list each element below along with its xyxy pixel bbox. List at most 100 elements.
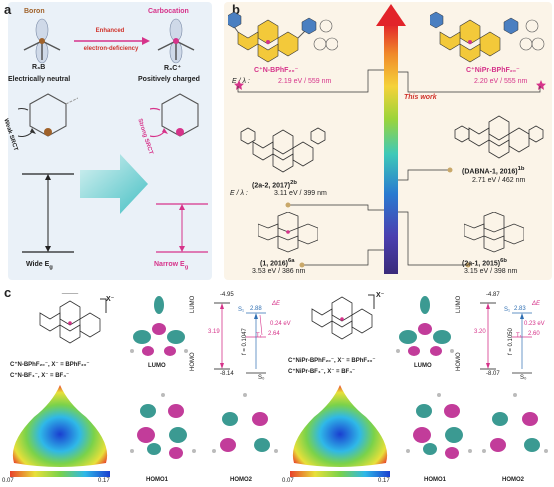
enhancement-arrow <box>74 37 150 45</box>
right-homo1-orbital <box>406 393 472 459</box>
narrow-gap-diagram <box>156 203 208 253</box>
right-x-minus: X⁻ <box>376 292 385 299</box>
arrow-bottom-text: electron-deficiency <box>83 46 139 52</box>
panel-b: b C⁺N-BPhF <box>218 0 554 283</box>
right-t1-value: 2.60 <box>528 331 540 337</box>
left-energy-diagram <box>214 302 266 374</box>
right-s0-label: S₀ <box>520 375 527 381</box>
leader-lines <box>237 69 541 268</box>
left-t1-label: T₁ <box>256 333 262 339</box>
neutral-label: Electrically neutral <box>8 76 71 83</box>
left-f-value: f = 0.1047 <box>242 328 248 355</box>
compound-2a1-value: 3.15 eV / 398 nm <box>464 268 518 275</box>
left-dest-label: ΔE <box>272 301 281 307</box>
compound-2a2-name: (2a-2, 2017)2b <box>252 180 297 190</box>
right-homo-energy: -8.07 <box>486 371 500 377</box>
left-esp-scale-bar <box>10 471 110 477</box>
cn-bphf-structure <box>228 11 338 63</box>
right-s1-value: 2.83 <box>514 306 526 312</box>
left-s0-label: S₀ <box>258 375 265 381</box>
left-lumo-orbital <box>130 296 188 356</box>
panel-c-label: c <box>4 285 12 300</box>
compound-2a2-value: 3.11 eV / 399 nm <box>274 190 327 197</box>
right-scale-min: 0.07 <box>282 478 294 484</box>
right-homo1-label: HOMO1 <box>424 477 447 483</box>
compound-dabna-name: (DABNA-1, 2016)1b <box>462 166 525 176</box>
right-cation-structure <box>311 294 375 340</box>
narrow-gap-label: Narrow Eg <box>154 261 189 271</box>
right-homo-axis-label: HOMO <box>456 352 462 371</box>
carbocation-label: Carbocation <box>148 8 189 15</box>
r3b-label: R₃B <box>32 64 46 71</box>
boron-label: Boron <box>24 8 45 15</box>
left-s1-value: 2.88 <box>250 306 262 312</box>
right-homo2-orbital <box>482 393 548 453</box>
right-homo2-label: HOMO2 <box>502 477 525 483</box>
transition-arrow <box>80 154 148 214</box>
compound-1-structure <box>258 212 318 253</box>
cnipr-bphf-name: C⁺NiPr-BPhF₂₀⁻ <box>466 67 520 74</box>
left-dest-value: 0.24 eV <box>270 321 291 327</box>
cn-bphf-name: C⁺N-BPhF₂₀⁻ <box>254 67 299 74</box>
weak-srct-structure <box>18 93 78 137</box>
wide-gap-label: Wide Eg <box>26 261 53 271</box>
right-name-1: C⁺NiPr-BPhF₂₀⁻, X⁻ = BPhF₂₀⁻ <box>288 358 376 364</box>
left-name-2: C⁺N-BF₄⁻, X⁻ = BF₄⁻ <box>10 373 70 379</box>
left-scale-min: 0.07 <box>2 478 14 484</box>
this-work-label: This work <box>404 94 437 101</box>
right-esp-map <box>292 385 388 467</box>
panel-a-label: a <box>4 2 12 17</box>
cn-marker <box>234 80 244 90</box>
panel-a: a Boron Carbocation Enhanced electron-de… <box>0 0 218 283</box>
left-homo-energy: -8.14 <box>220 371 234 377</box>
left-s1-label: S₁ <box>238 307 245 313</box>
right-t1-label: T₁ <box>516 333 522 339</box>
left-x-minus: X⁻ <box>106 296 115 303</box>
right-lumo-orbital <box>396 296 454 356</box>
panel-c: c X⁻ C⁺N-BPhF₂₀⁻, X⁻ = BPhF₂₀⁻ C⁺N-BF₄⁻,… <box>0 283 554 487</box>
compound-2a2-structure <box>240 127 326 173</box>
panel-b-label: b <box>232 2 240 17</box>
left-scale-max: 0.17 <box>98 478 110 484</box>
compound-1-name: (1, 2016)6a <box>260 258 295 268</box>
compound-dabna-structure <box>454 115 544 159</box>
right-gap-value: 3.20 <box>474 329 486 335</box>
charged-label: Positively charged <box>138 76 200 83</box>
left-homo1-label: HOMO1 <box>146 477 169 483</box>
cnipr-bphf-structure <box>430 11 545 63</box>
right-energy-diagram <box>480 302 532 374</box>
compound-2a1-structure <box>464 212 524 253</box>
cnipr-marker <box>536 80 546 90</box>
eg-lambda-label: E / λ : <box>232 78 250 85</box>
left-homo2-label: HOMO2 <box>230 477 253 483</box>
left-cation-structure <box>39 293 107 344</box>
right-scale-max: 0.17 <box>378 478 390 484</box>
left-homo-axis-label: HOMO <box>190 352 196 371</box>
r3c-label: R₃C⁺ <box>164 65 182 72</box>
left-lumo-axis-label: LUMO <box>190 295 196 313</box>
right-lumo-energy: -4.87 <box>486 292 500 298</box>
left-t1-value: 2.64 <box>268 331 280 337</box>
left-esp-map <box>12 385 108 467</box>
left-name-1: C⁺N-BPhF₂₀⁻, X⁻ = BPhF₂₀⁻ <box>10 362 90 368</box>
boron-orbital-diagram <box>23 18 61 64</box>
left-homo2-orbital <box>212 393 278 453</box>
arrow-top-text: Enhanced <box>95 28 125 34</box>
carbocation-orbital-diagram <box>157 18 195 64</box>
cn-value: 2.19 eV / 559 nm <box>278 78 332 85</box>
left-gap-value: 3.19 <box>208 329 220 335</box>
wide-gap-diagram <box>22 173 74 253</box>
cnipr-value: 2.20 eV / 555 nm <box>474 78 528 85</box>
right-dest-value: 0.23 eV <box>524 321 545 327</box>
right-lumo-axis-label: LUMO <box>456 295 462 313</box>
strong-srct-structure <box>150 93 199 138</box>
right-lumo-label: LUMO <box>414 363 432 369</box>
right-f-value: f = 0.1050 <box>508 328 514 355</box>
left-lumo-label: LUMO <box>148 363 166 369</box>
compound-dabna-value: 2.71 eV / 462 nm <box>472 177 526 184</box>
right-s1-label: S₁ <box>504 307 511 313</box>
left-homo1-orbital <box>130 393 196 459</box>
compound-2a1-name: (2a-1, 2015)6b <box>462 258 507 268</box>
right-esp-scale-bar <box>290 471 390 477</box>
right-name-2: C⁺NiPr-BF₄⁻, X⁻ = BF₄⁻ <box>288 369 356 375</box>
